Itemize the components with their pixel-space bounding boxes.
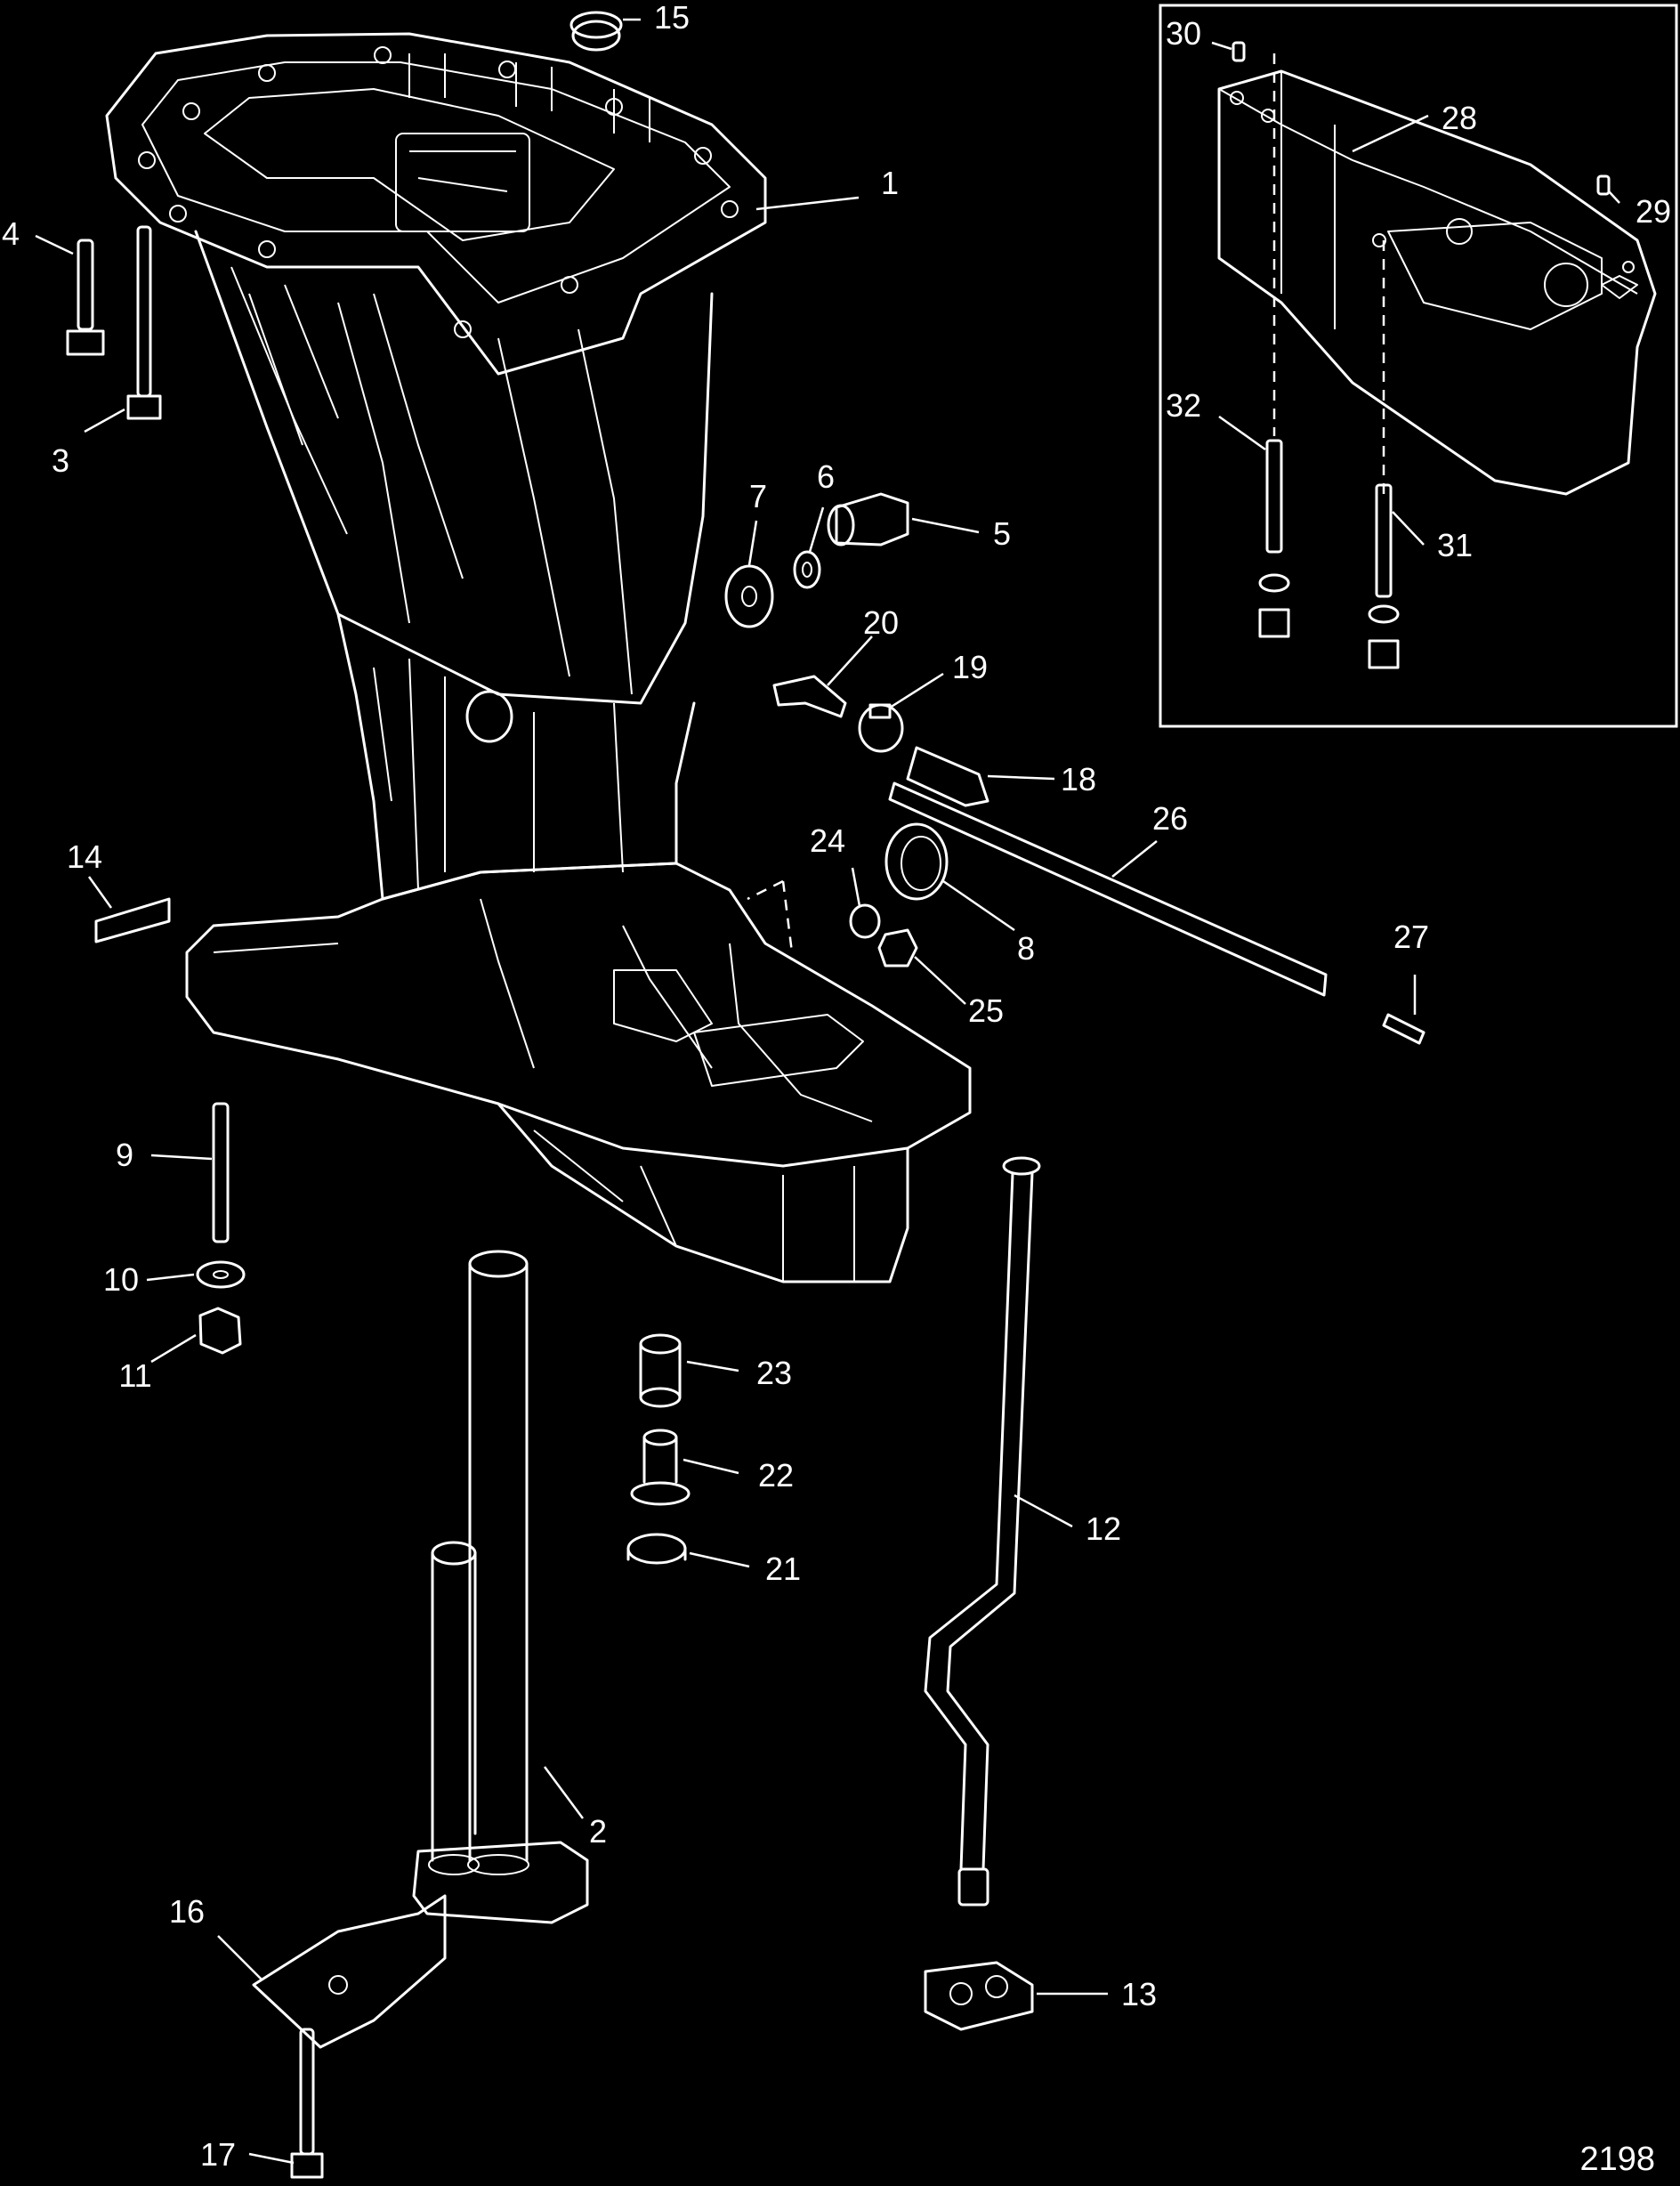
leader-lines bbox=[35, 18, 1620, 2165]
callout-29: 29 bbox=[1636, 193, 1671, 230]
callout-25: 25 bbox=[968, 992, 1004, 1029]
part-14-plate bbox=[94, 897, 171, 943]
part-19-clamp bbox=[858, 703, 904, 753]
callout-30: 30 bbox=[1166, 15, 1201, 52]
callout-24: 24 bbox=[810, 822, 845, 859]
part-21-washer bbox=[626, 1533, 687, 1565]
part-4-bolt bbox=[66, 239, 105, 356]
driveshaft-housing bbox=[105, 32, 972, 1283]
part-11-nut bbox=[198, 1307, 242, 1355]
callout-23: 23 bbox=[756, 1355, 792, 1391]
part-16-bracket bbox=[252, 1894, 447, 2049]
callout-32: 32 bbox=[1166, 387, 1201, 424]
callout-1: 1 bbox=[881, 165, 899, 201]
part-6-washer bbox=[793, 550, 821, 589]
part-5-plug bbox=[827, 492, 909, 546]
part-23-bushing bbox=[639, 1333, 682, 1408]
callout-7: 7 bbox=[749, 478, 767, 514]
part-2-tube bbox=[412, 1250, 589, 1924]
callout-27: 27 bbox=[1393, 919, 1429, 955]
part-3-bolt bbox=[126, 225, 162, 420]
callout-22: 22 bbox=[758, 1457, 794, 1494]
callout-18: 18 bbox=[1061, 761, 1096, 797]
callout-21: 21 bbox=[765, 1550, 801, 1587]
part-24-washer bbox=[849, 903, 881, 939]
part-15-grommet bbox=[569, 11, 623, 52]
callout-5: 5 bbox=[993, 515, 1011, 552]
part-25-nut bbox=[877, 928, 918, 968]
callout-15: 15 bbox=[654, 0, 690, 36]
inset-frame bbox=[1159, 4, 1678, 728]
callout-8: 8 bbox=[1017, 930, 1035, 967]
part-9-stud bbox=[212, 1102, 230, 1243]
figure-number: 2198 bbox=[1579, 2141, 1655, 2178]
callout-14: 14 bbox=[67, 838, 102, 875]
callout-26: 26 bbox=[1152, 800, 1188, 837]
part-18-sleeve bbox=[906, 746, 989, 807]
part-13-clip bbox=[924, 1961, 1034, 2031]
callout-10: 10 bbox=[103, 1261, 139, 1298]
callout-13: 13 bbox=[1121, 1976, 1157, 2012]
callout-17: 17 bbox=[200, 2136, 236, 2173]
part-17-bolt bbox=[290, 2028, 324, 2179]
part-26-rod bbox=[888, 781, 1328, 997]
part-20-fitting bbox=[772, 675, 847, 718]
callout-2: 2 bbox=[589, 1813, 607, 1850]
callout-12: 12 bbox=[1086, 1510, 1121, 1547]
inset-bracket bbox=[1217, 69, 1657, 496]
part-27-stud bbox=[1382, 1013, 1426, 1045]
part-22-bushing bbox=[630, 1429, 691, 1506]
callout-11: 11 bbox=[118, 1357, 151, 1394]
callout-16: 16 bbox=[169, 1893, 205, 1930]
callout-9: 9 bbox=[116, 1137, 133, 1173]
callout-28: 28 bbox=[1442, 100, 1477, 136]
callout-6: 6 bbox=[817, 458, 835, 495]
inset-fasteners bbox=[1232, 41, 1611, 669]
callout-31: 31 bbox=[1437, 527, 1473, 563]
part-8-seal bbox=[884, 822, 949, 901]
part-7-washer bbox=[724, 564, 774, 628]
callout-19: 19 bbox=[952, 649, 988, 685]
part-10-washer bbox=[196, 1260, 246, 1289]
part-12-tube bbox=[924, 1156, 1041, 1907]
callout-20: 20 bbox=[863, 604, 899, 641]
callout-3: 3 bbox=[52, 442, 69, 479]
callout-4: 4 bbox=[2, 215, 20, 252]
